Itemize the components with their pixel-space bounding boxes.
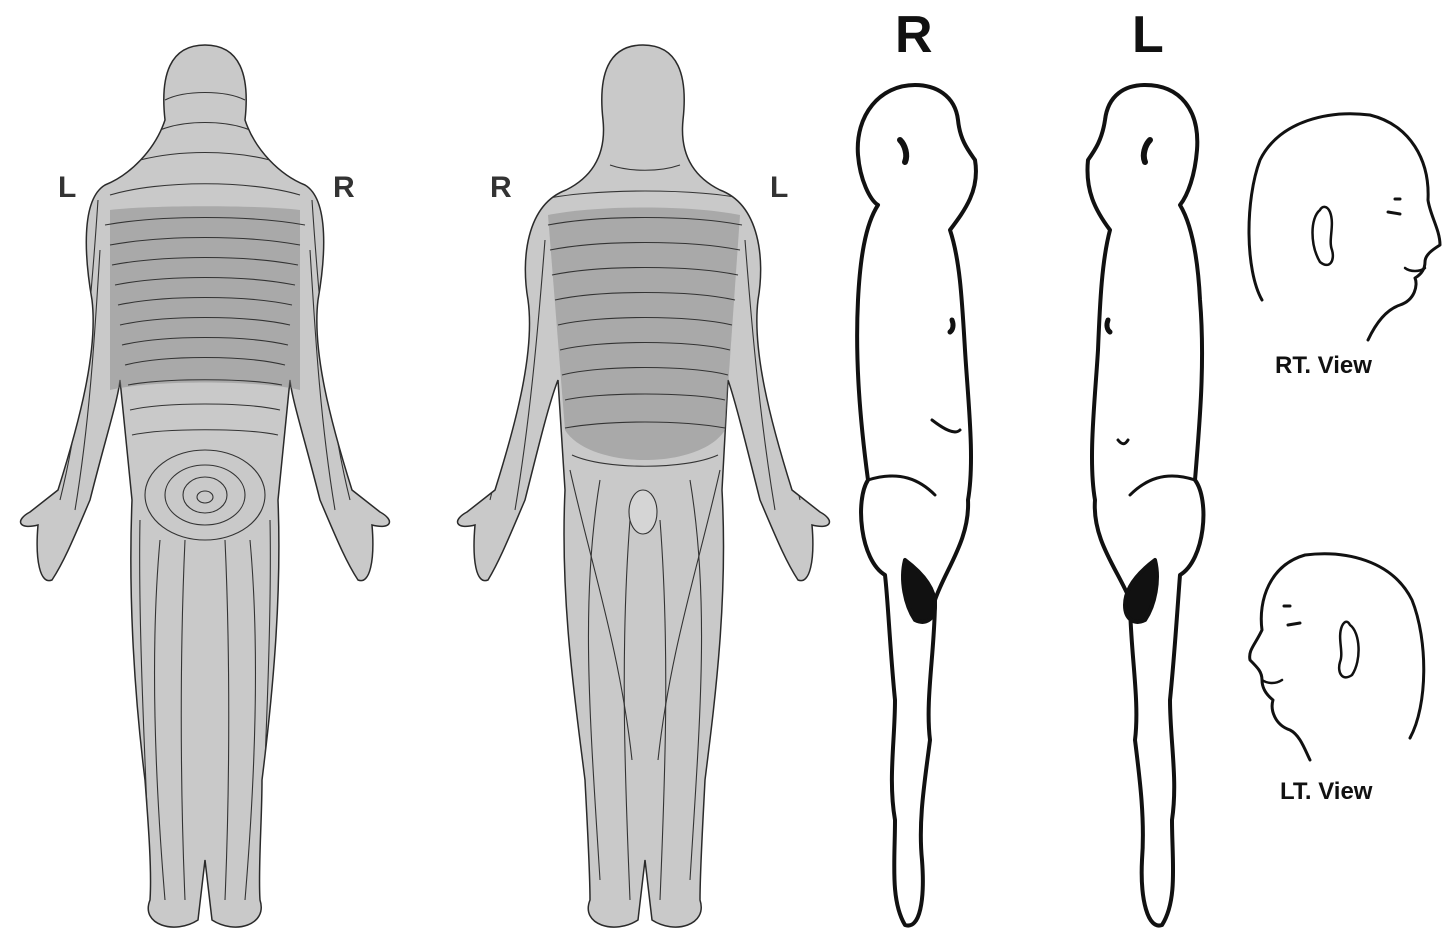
head-left-outline [1250,554,1424,760]
posterior-figure: L R [21,45,390,927]
head-left-caption: LT. View [1280,778,1373,805]
left-lateral-figure: L [1087,6,1203,926]
head-right-caption: RT. View [1275,352,1372,379]
posterior-left-label: L [58,171,76,204]
right-lateral-figure: R [857,6,976,926]
anterior-right-label: L [770,171,788,204]
right-lateral-outline [857,85,976,926]
anterior-figure: R L [458,45,830,927]
ear-icon-left [1339,622,1358,678]
left-lateral-outline [1087,85,1203,926]
head-left-view: LT. View [1250,554,1424,805]
anterior-left-label: R [490,171,512,204]
posterior-right-label: R [333,171,355,204]
left-lateral-label: L [1132,6,1164,64]
head-right-outline [1249,114,1440,340]
head-right-view: RT. View [1249,114,1440,379]
ear-icon [1313,207,1333,265]
right-lateral-label: R [895,6,933,64]
